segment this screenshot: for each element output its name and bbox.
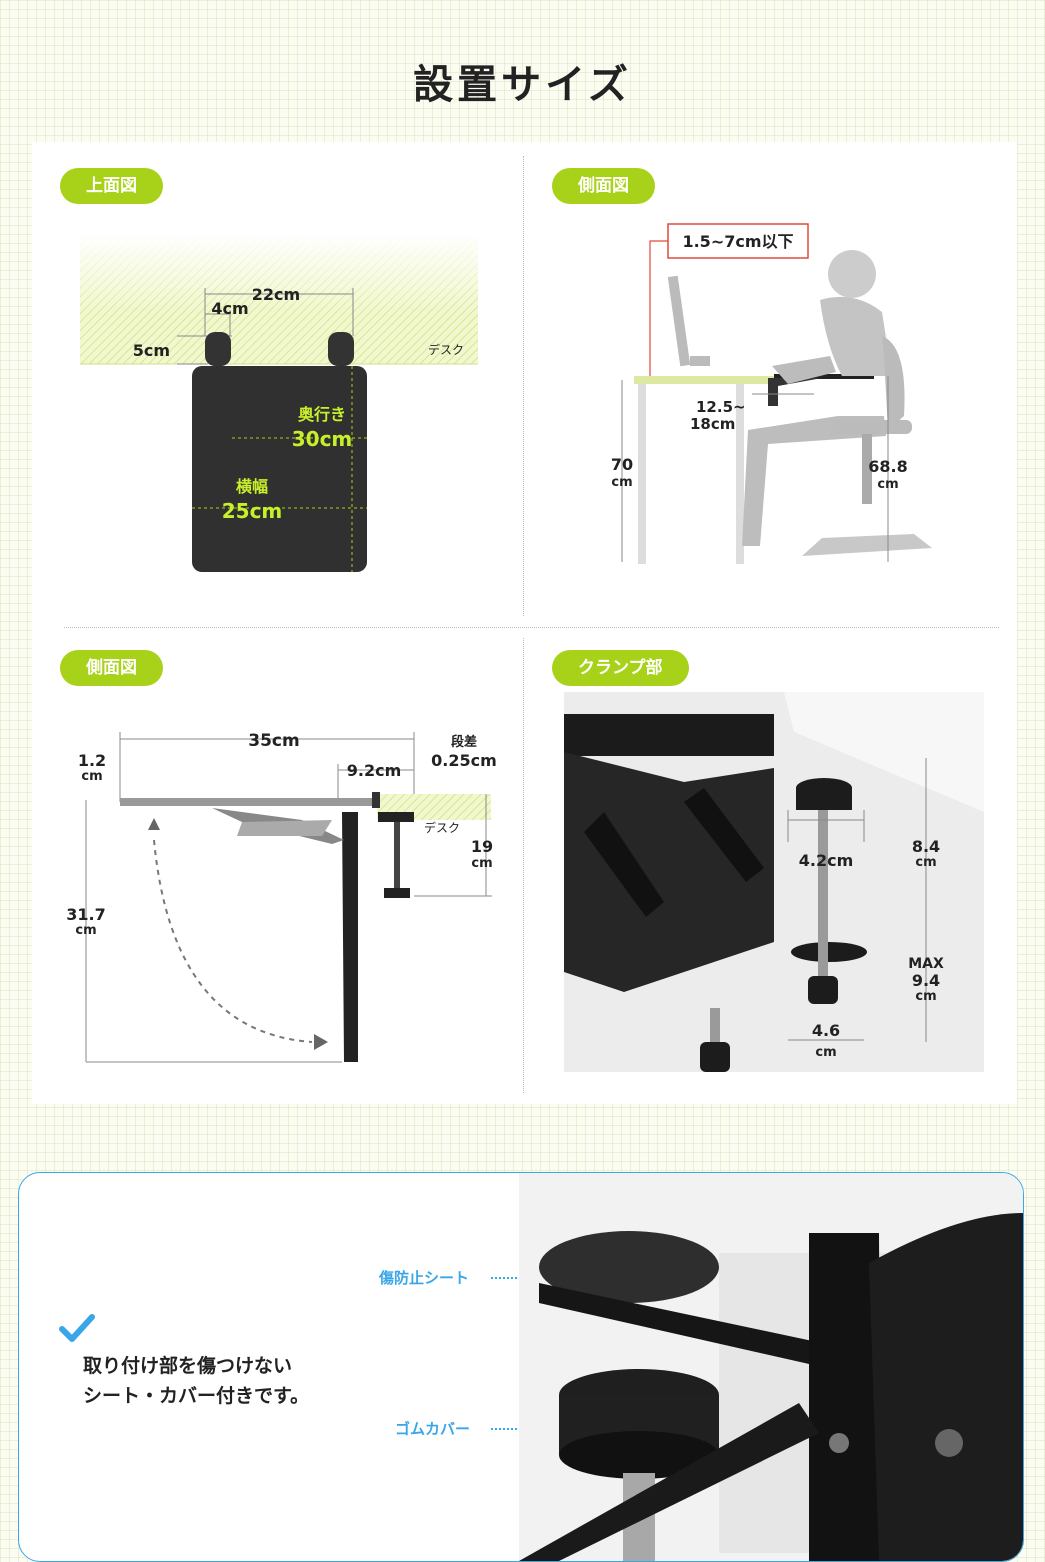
clamp-depth-unit: cm xyxy=(915,855,936,870)
side-view-2-label: 側面図 xyxy=(60,650,163,686)
base-size: 4.6 xyxy=(812,1021,840,1040)
dim-22cm: 22cm xyxy=(252,285,300,304)
seat-height: 68.8 xyxy=(868,457,907,476)
dimension-panel: 上面図 デスク 22cm 4cm 5cm xyxy=(32,142,1017,1104)
top-view-diagram: デスク 22cm 4cm 5cm 奥行き 30cm 横幅 25cm xyxy=(80,234,478,572)
side-view-2-diagram: 35cm 1.2 cm 9.2cm 段差 0.25cm デスク 19 cm 31… xyxy=(66,731,497,1063)
side-view-diagram: 1.5~7cm以下 12.5~ 18cm 70 cm 68.8 cm xyxy=(611,223,932,564)
feature-description: 取り付け部を傷つけない シート・カバー付きです。 xyxy=(83,1351,309,1411)
clamp-photo: 4.2cm 8.4 cm MAX 9.4 cm 4.6 cm xyxy=(564,692,984,1072)
clamp-closeup-photo xyxy=(519,1173,1023,1561)
dim-1.2: 1.2 xyxy=(78,751,106,770)
divider-vertical xyxy=(523,638,524,1093)
desk-label-2: デスク xyxy=(424,820,460,835)
check-icon xyxy=(59,1314,95,1342)
thickness-label: 1.5~7cm以下 xyxy=(682,232,793,251)
step-value: 0.25cm xyxy=(431,751,497,770)
page-title: 設置サイズ xyxy=(413,62,632,108)
dim-1.2-unit: cm xyxy=(81,769,102,784)
side-view-label: 側面図 xyxy=(552,168,655,204)
depth-label: 奥行き xyxy=(298,405,346,424)
clamp-depth: 8.4 xyxy=(912,837,940,856)
clamp-height-unit: cm xyxy=(471,856,492,871)
feature-line-1: 取り付け部を傷つけない xyxy=(83,1355,293,1377)
pad-size: 4.2cm xyxy=(799,851,854,870)
dim-4cm: 4cm xyxy=(211,299,248,318)
callout-sheet: 傷防止シート xyxy=(379,1269,470,1287)
offset-label: 12.5~ xyxy=(696,398,746,416)
max-label: MAX xyxy=(908,956,944,972)
desk-label: デスク xyxy=(428,342,464,357)
dim-9.2cm: 9.2cm xyxy=(347,761,402,780)
clamp-label: クランプ部 xyxy=(552,650,689,686)
seat-height-unit: cm xyxy=(877,477,898,492)
total-height-unit: cm xyxy=(75,923,96,938)
desk-height-unit: cm xyxy=(611,475,632,490)
width-value: 25cm xyxy=(222,499,283,523)
width-label: 横幅 xyxy=(236,477,268,496)
offset-label-2: 18cm xyxy=(690,415,735,433)
divider-vertical xyxy=(523,156,524,616)
top-view-label: 上面図 xyxy=(60,168,163,204)
desk-height: 70 xyxy=(611,455,633,474)
clamp-height: 19 xyxy=(471,837,493,856)
callout-rubber: ゴムカバー xyxy=(395,1420,471,1438)
max-value: 9.4 xyxy=(912,971,940,990)
feature-line-2: シート・カバー付きです。 xyxy=(83,1385,310,1407)
depth-value: 30cm xyxy=(292,427,353,451)
dim-5cm: 5cm xyxy=(133,341,170,360)
total-height: 31.7 xyxy=(66,905,105,924)
base-size-unit: cm xyxy=(815,1045,836,1060)
dim-35cm: 35cm xyxy=(248,731,299,751)
max-unit: cm xyxy=(915,989,936,1004)
step-label: 段差 xyxy=(451,734,477,750)
feature-box: 取り付け部を傷つけない シート・カバー付きです。 傷防止シート ゴムカバー xyxy=(18,1172,1024,1562)
divider-horizontal xyxy=(64,627,999,628)
